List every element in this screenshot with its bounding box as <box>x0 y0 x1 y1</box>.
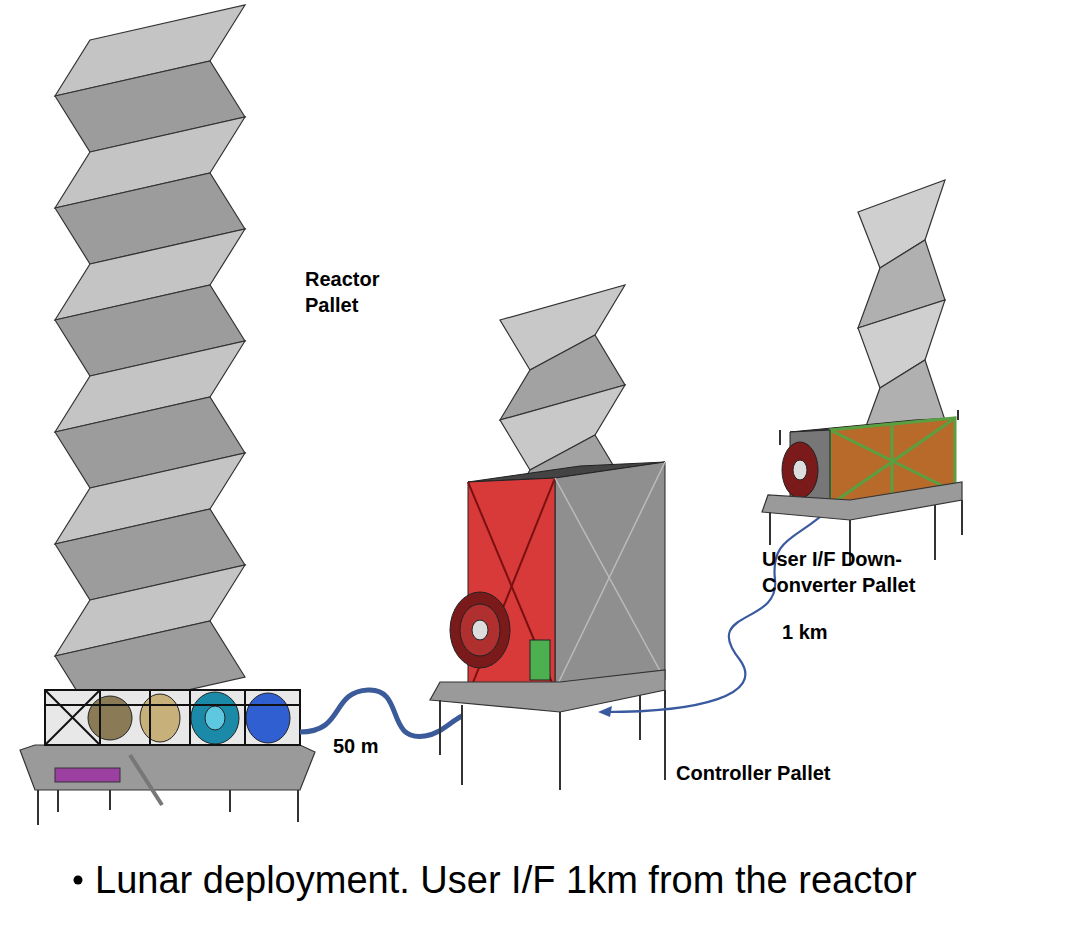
controller-pallet <box>430 462 665 790</box>
cable <box>605 505 833 712</box>
cable-end <box>598 706 612 717</box>
reactor-radiator <box>55 5 245 712</box>
part-label: Reactor Pallet <box>305 266 400 318</box>
dimension-label: 50 m <box>333 733 403 759</box>
part-label: User I/F Down-Converter Pallet <box>762 546 932 598</box>
user-pallet <box>762 410 962 565</box>
part-label: Controller Pallet <box>676 760 866 786</box>
reactor-pallet <box>20 690 315 825</box>
user-radiator <box>858 180 945 448</box>
dimension-label: 1 km <box>782 619 852 645</box>
bullet-note: Lunar deployment. User I/F 1km from the … <box>95 856 917 905</box>
bullet-dot <box>74 876 83 885</box>
